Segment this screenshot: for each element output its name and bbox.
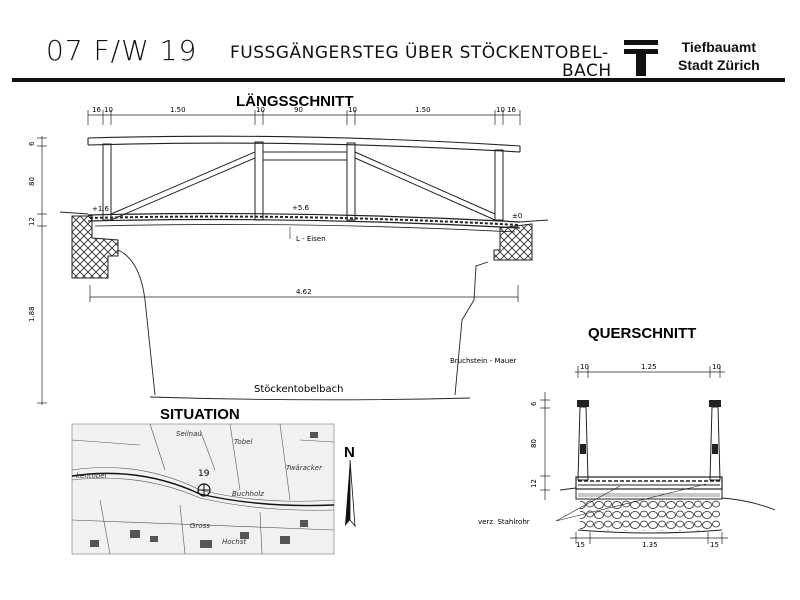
drawing-code: 07 F/W 19 xyxy=(46,34,198,67)
dim-top-0: 16 xyxy=(92,106,101,114)
dim-top-4: 90 xyxy=(294,106,303,114)
ground-terrain xyxy=(59,211,549,401)
drawing-title-line2: BACH xyxy=(562,61,612,81)
cross-terrain xyxy=(559,487,776,534)
organisation: Tiefbauamt Stadt Zürich xyxy=(678,38,760,74)
dim-top-1: 10 xyxy=(104,106,113,114)
longitudinal-side-dimensions xyxy=(37,136,47,405)
cross-stone-bed xyxy=(580,499,720,531)
bridge-deck xyxy=(87,212,521,233)
dim-top-7: 10 xyxy=(496,106,505,114)
dim-side-3: 1.88 xyxy=(28,306,36,322)
north-label: N xyxy=(344,444,355,461)
label-iron: L - Eisen xyxy=(296,235,326,243)
left-abutment xyxy=(71,215,119,279)
cross-dim-bottom-0: 15 xyxy=(576,541,585,549)
drawing-title: FUSSGÄNGERSTEG ÜBER STÖCKENTOBEL- BACH xyxy=(230,44,612,80)
situation-map: SITUATION xyxy=(71,406,356,555)
tiefbauamt-logo-icon xyxy=(624,40,658,76)
cross-post-joint-left xyxy=(580,444,586,454)
map-buildings xyxy=(90,432,318,548)
map-label-1: Tobel xyxy=(234,438,252,446)
cross-dim-side-1: 80 xyxy=(530,439,538,448)
map-label-5: Gross xyxy=(190,522,210,530)
map-label-6: Hochst xyxy=(222,538,246,546)
dim-side-2: 12 xyxy=(28,217,36,226)
map-marker-label: 19 xyxy=(198,469,210,479)
cross-dim-side-2: 12 xyxy=(530,479,538,488)
situation-heading: SITUATION xyxy=(160,406,240,423)
north-arrow-icon xyxy=(345,459,356,528)
cross-side-dimensions xyxy=(540,392,550,500)
cross-bottom-dimensions xyxy=(570,532,728,544)
cross-dim-side-0: 6 xyxy=(530,401,538,406)
dim-side-0: 6 xyxy=(28,141,36,146)
longitudinal-top-dimensions xyxy=(87,110,521,125)
bridge-braces xyxy=(110,151,496,221)
drawing-title-line1: FUSSGÄNGERSTEG ÜBER STÖCKENTOBEL- xyxy=(230,43,609,63)
map-label-4: Twäracker xyxy=(286,464,323,472)
cross-post-joint-right xyxy=(712,444,718,454)
map-frame xyxy=(71,423,335,555)
pipe-leader xyxy=(555,485,621,522)
level-mid: +5.6 xyxy=(292,204,310,212)
header-rule xyxy=(12,78,785,82)
cross-dim-top-2: 10 xyxy=(712,363,721,371)
bridge-railing xyxy=(87,135,521,153)
cross-dim-bottom-2: 15 xyxy=(710,541,719,549)
span-dimension xyxy=(89,285,519,302)
span-dim: 4.62 xyxy=(296,288,312,296)
dim-top-6: 1.50 xyxy=(415,106,431,114)
longitudinal-section: LÄNGSSCHNITT 16 10 1.50 10 90 10 1.50 10… xyxy=(28,93,549,405)
cross-posts xyxy=(577,406,721,481)
pipe-leader-2 xyxy=(555,483,707,522)
dim-top-8: 16 xyxy=(507,106,516,114)
map-label-2: kentobel xyxy=(76,472,107,480)
level-right: ±0 xyxy=(512,212,522,220)
cross-heading: QUERSCHNITT xyxy=(588,325,696,342)
cross-dim-bottom-1: 1.35 xyxy=(642,541,658,549)
org-line2: Stadt Zürich xyxy=(678,57,760,73)
right-abutment xyxy=(493,223,533,261)
cross-rail-right xyxy=(709,400,721,407)
map-label-3: Buchholz xyxy=(232,490,264,498)
cross-rail-left xyxy=(577,400,589,407)
org-line1: Tiefbauamt xyxy=(681,39,757,55)
dim-top-5: 10 xyxy=(348,106,357,114)
cross-dim-top-1: 1.25 xyxy=(641,363,657,371)
longitudinal-heading: LÄNGSSCHNITT xyxy=(236,93,354,110)
dim-side-1: 80 xyxy=(28,177,36,186)
label-stream: Stöckentobelbach xyxy=(254,384,343,395)
dim-top-2: 1.50 xyxy=(170,106,186,114)
cross-section: QUERSCHNITT 10 1.25 10 6 80 12 xyxy=(478,325,776,549)
dim-top-3: 10 xyxy=(256,106,265,114)
cross-top-dimensions xyxy=(575,366,725,378)
level-left: +1.6 xyxy=(92,205,110,213)
label-wall: Bruchstein - Mauer xyxy=(450,357,517,365)
map-label-0: Seilnau xyxy=(176,430,202,438)
cross-dim-top-0: 10 xyxy=(580,363,589,371)
cross-deck xyxy=(575,476,723,500)
label-pipe: verz. Stahlrohr xyxy=(478,518,530,526)
